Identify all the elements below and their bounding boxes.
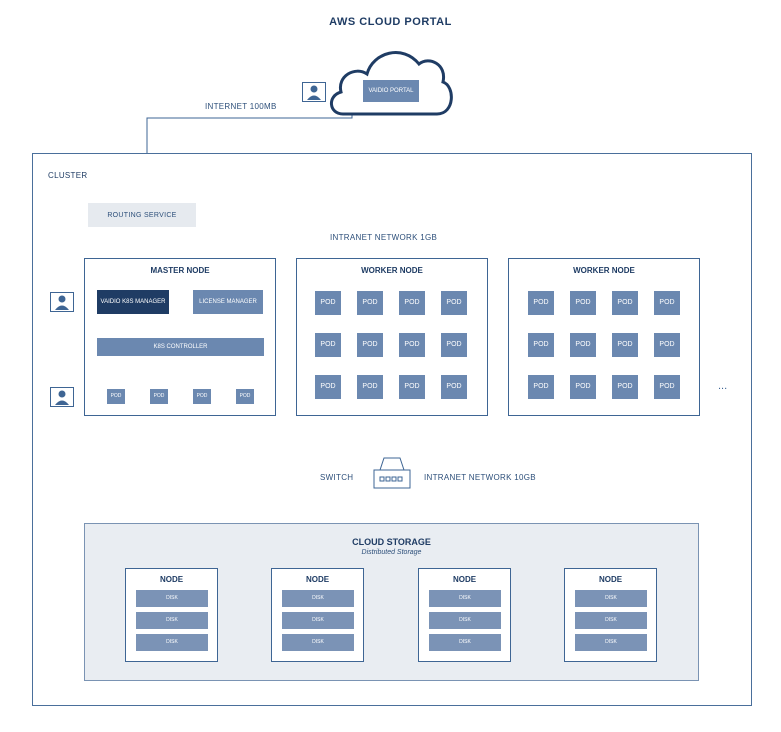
intranet-1gb-label: INTRANET NETWORK 1GB xyxy=(330,233,438,242)
worker-pod[interactable]: POD xyxy=(654,333,680,357)
k8s-controller[interactable]: K8S CONTROLLER xyxy=(97,338,264,356)
routing-service[interactable]: ROUTING SERVICE xyxy=(88,203,196,227)
worker-pod[interactable]: POD xyxy=(399,333,425,357)
disk[interactable]: DISK xyxy=(282,590,354,607)
worker-pod[interactable]: POD xyxy=(570,375,596,399)
admin-user-icon xyxy=(50,292,74,312)
cloud-icon xyxy=(330,51,453,116)
worker-node-title: WORKER NODE xyxy=(573,266,635,275)
worker-pod[interactable]: POD xyxy=(654,375,680,399)
worker-pod[interactable]: POD xyxy=(441,333,467,357)
worker-pod[interactable]: POD xyxy=(612,333,638,357)
routing-service-label: ROUTING SERVICE xyxy=(107,211,177,219)
storage-node-title: NODE xyxy=(159,575,184,584)
disk[interactable]: DISK xyxy=(429,634,501,651)
more-ellipsis: ... xyxy=(718,380,728,392)
worker-pod[interactable]: POD xyxy=(315,291,341,315)
worker-pod[interactable]: POD xyxy=(357,291,383,315)
disk[interactable]: DISK xyxy=(136,634,208,651)
cloud-storage-title: CLOUD STORAGE xyxy=(352,537,431,547)
disk[interactable]: DISK xyxy=(136,590,208,607)
worker-pod[interactable]: POD xyxy=(654,291,680,315)
master-node-title: MASTER NODE xyxy=(150,266,210,275)
worker-pod[interactable]: POD xyxy=(612,375,638,399)
worker-pod[interactable]: POD xyxy=(441,375,467,399)
worker-pod[interactable]: POD xyxy=(570,291,596,315)
k8s-manager[interactable]: VAIDIO K8S MANAGER xyxy=(97,290,169,314)
worker-pod[interactable]: POD xyxy=(528,291,554,315)
vaidio-portal-box[interactable]: VAIDIO PORTAL xyxy=(363,80,419,102)
disk[interactable]: DISK xyxy=(575,634,647,651)
page-title: AWS CLOUD PORTAL xyxy=(329,16,452,28)
disk[interactable]: DISK xyxy=(282,612,354,629)
storage-node-title: NODE xyxy=(598,575,623,584)
master-pod[interactable]: POD xyxy=(150,389,168,404)
worker-pod[interactable]: POD xyxy=(399,375,425,399)
cloud-storage-subtitle: Distributed Storage xyxy=(361,549,422,556)
disk[interactable]: DISK xyxy=(136,612,208,629)
worker-pod[interactable]: POD xyxy=(528,375,554,399)
cluster-label: CLUSTER xyxy=(48,171,88,180)
license-manager[interactable]: LICENSE MANAGER xyxy=(193,290,263,314)
storage-node-title: NODE xyxy=(305,575,330,584)
worker-pod[interactable]: POD xyxy=(612,291,638,315)
master-pod[interactable]: POD xyxy=(107,389,125,404)
portal-user-icon xyxy=(302,82,326,102)
switch-icon xyxy=(373,457,411,489)
switch-label: SWITCH xyxy=(320,473,354,482)
worker-pod[interactable]: POD xyxy=(399,291,425,315)
disk[interactable]: DISK xyxy=(282,634,354,651)
internet-label: INTERNET 100MB xyxy=(205,102,277,111)
master-pod[interactable]: POD xyxy=(193,389,211,404)
worker-pod[interactable]: POD xyxy=(357,375,383,399)
intranet-10gb-label: INTRANET NETWORK 10GB xyxy=(424,473,536,482)
worker-pod[interactable]: POD xyxy=(315,333,341,357)
disk[interactable]: DISK xyxy=(575,612,647,629)
worker-pod[interactable]: POD xyxy=(528,333,554,357)
disk[interactable]: DISK xyxy=(429,590,501,607)
disk[interactable]: DISK xyxy=(575,590,647,607)
worker-pod[interactable]: POD xyxy=(315,375,341,399)
worker-node-title: WORKER NODE xyxy=(361,266,423,275)
disk[interactable]: DISK xyxy=(429,612,501,629)
storage-node-title: NODE xyxy=(452,575,477,584)
worker-pod[interactable]: POD xyxy=(570,333,596,357)
master-pod[interactable]: POD xyxy=(236,389,254,404)
worker-pod[interactable]: POD xyxy=(441,291,467,315)
operator-user-icon xyxy=(50,387,74,407)
worker-pod[interactable]: POD xyxy=(357,333,383,357)
